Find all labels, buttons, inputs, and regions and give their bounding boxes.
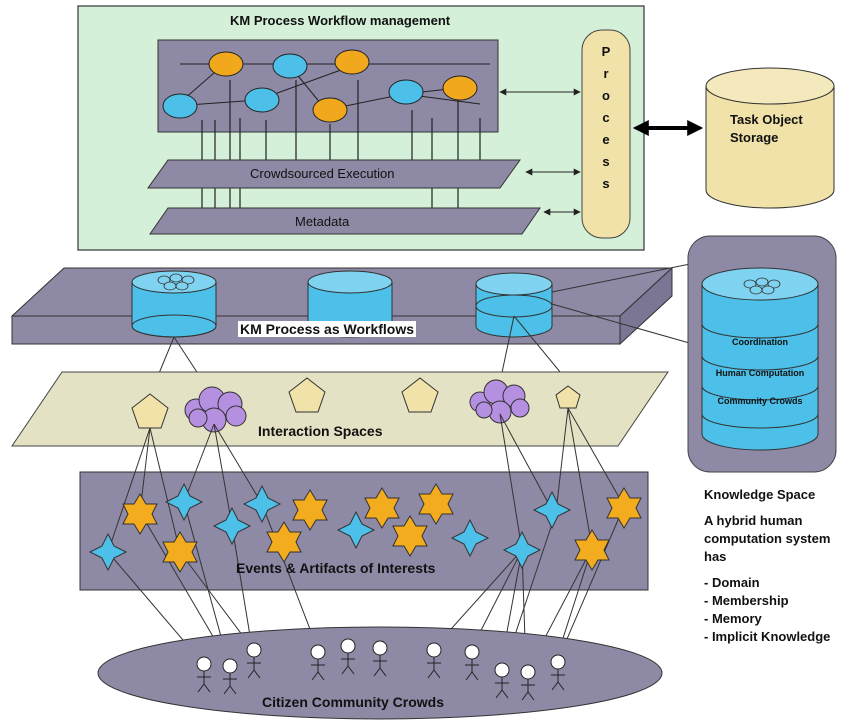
orange-star [392,515,428,557]
crowdsourced-execution-label: Crowdsourced Execution [250,166,395,181]
blue-star [242,484,282,524]
blue-star [336,510,376,550]
process-letter: r [603,66,609,81]
events-artifacts-label: Events & Artifacts of Interests [236,560,436,576]
knowledge-space-item: - Memory [704,611,762,626]
person-figure [550,654,566,691]
blue-star [450,518,490,558]
workflow-node [272,53,308,79]
orange-star [266,521,302,563]
process-letter: c [602,110,610,125]
blue-star [212,506,252,546]
knowledge-cylinder [701,267,819,451]
workflow-node [388,79,424,105]
person-figure [246,642,262,679]
knowledge-space-item: - Membership [704,593,789,608]
task-storage-line2: Storage [730,130,779,145]
knowledge-space-item: - Implicit Knowledge [704,629,831,644]
workflow-node [162,93,198,119]
pentagon-shape [401,377,439,413]
crowdsourced-execution-plane [147,159,521,189]
km-process-workflows-label: KM Process as Workflows [238,321,417,337]
knowledge-band-coordination: Coordination [732,337,788,347]
person-figure [340,638,356,675]
orange-star [606,487,642,529]
person-figure [372,640,388,677]
workflow-node [208,51,244,77]
people-figures [196,638,566,701]
orange-star [574,529,610,571]
blue-star [532,490,572,530]
interaction-clouds [184,379,530,433]
person-figure [426,642,442,679]
knowledge-band-human-computation: Human Computation [715,368,805,378]
knowledge-space-title: Knowledge Space [704,487,816,502]
blue-star [502,530,542,570]
knowledge-space-desc: A hybrid human [704,513,803,528]
cloud-shape [469,379,530,424]
metadata-label: Metadata [295,214,350,229]
workflow-cylinder-3 [475,272,553,338]
citizen-crowds-label: Citizen Community Crowds [262,694,445,710]
pentagon-shape [288,377,326,413]
person-figure [222,658,238,695]
interaction-spaces-label: Interaction Spaces [258,423,383,439]
person-figure [464,644,480,681]
knowledge-band-community-crowds: Community Crowds [717,396,803,406]
knowledge-space-desc: has [704,549,727,564]
blue-star [164,482,204,522]
metadata-plane [149,207,541,235]
person-figure [196,656,212,693]
process-letter: s [602,154,610,169]
knowledge-space-item: - Domain [704,575,760,590]
orange-star [122,493,158,535]
orange-star [162,531,198,573]
workflow-cylinder-1 [131,270,217,338]
process-column [581,29,631,239]
person-figure [310,644,326,681]
knowledge-links [551,261,701,347]
orange-star [418,483,454,525]
process-label: P r o c e s s [582,44,630,198]
process-letter: o [602,88,610,103]
knowledge-space-legend: Knowledge Space A hybrid human computati… [704,486,830,646]
cloud-shape [184,386,247,433]
task-object-storage [705,67,835,209]
workflow-node [334,49,370,75]
process-arrows [499,88,581,216]
person-figure [520,664,536,701]
task-storage-line1: Task Object [730,112,803,127]
workflow-nodes [162,49,478,123]
process-letter: s [602,176,610,191]
blue-star [88,532,128,572]
workflow-node [312,97,348,123]
person-figure [494,662,510,699]
workflow-management-title: KM Process Workflow management [230,13,451,28]
orange-star [364,487,400,529]
workflow-node [442,75,478,101]
process-letter: e [602,132,610,147]
knowledge-space-desc: computation system [704,531,831,546]
orange-star [292,489,328,531]
process-letter: P [601,44,611,59]
workflow-node [244,87,280,113]
citizen-crowds-ellipse [97,626,663,720]
interaction-pentagons [131,377,581,429]
event-stars [88,482,642,573]
